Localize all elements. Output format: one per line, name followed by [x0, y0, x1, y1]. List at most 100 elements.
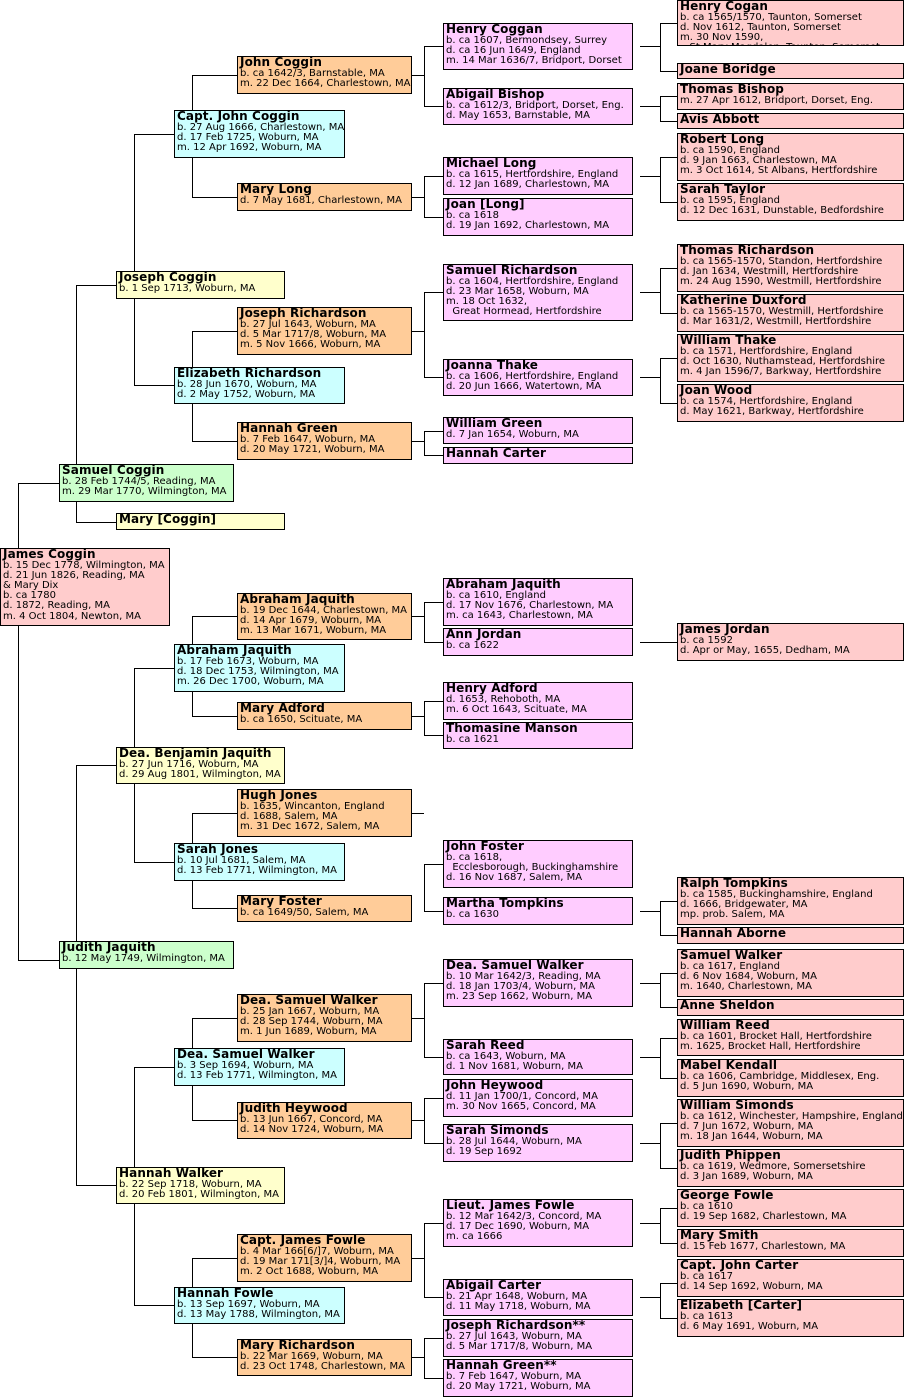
- person-box[interactable]: Mary [Coggin]: [116, 513, 285, 530]
- person-name: Samuel Walker: [680, 949, 783, 962]
- person-detail: d. Oct 1630, Nuthamstead, Hertfordshire: [680, 355, 886, 367]
- person-box[interactable]: Hannah Carter: [443, 447, 633, 464]
- person-detail: d. 18 Dec 1753, Wilmington, MA: [177, 665, 339, 677]
- person-detail: d. 19 Sep 1682, Charlestown, MA: [680, 1210, 847, 1222]
- person-box[interactable]: Hannah Aborne: [677, 927, 904, 944]
- person-name: James Coggin: [3, 548, 96, 561]
- person-name: Robert Long: [680, 133, 765, 146]
- person-detail: b. ca 1604, Hertfordshire, England: [446, 275, 619, 287]
- person-detail: d. 9 Jan 1663, Charlestown, MA: [680, 154, 837, 166]
- person-detail: m. 31 Dec 1672, Salem, MA: [240, 820, 380, 832]
- person-detail: d. 19 Sep 1692: [446, 1145, 523, 1157]
- person-detail: b. 10 Jul 1681, Salem, MA: [177, 854, 306, 866]
- person-detail: d. 1653, Rehoboth, MA: [446, 693, 561, 705]
- person-box[interactable]: Avis Abbott: [677, 113, 904, 129]
- person-name: Abigail Bishop: [446, 88, 545, 101]
- person-name: Sarah Reed: [446, 1039, 525, 1052]
- person-box[interactable]: Joseph Richardson**b. 27 Jul 1643, Wobur…: [443, 1319, 633, 1357]
- person-detail: b. 28 Jul 1644, Woburn, MA: [446, 1135, 582, 1147]
- person-detail: m. 27 Apr 1612, Bridport, Dorset, Eng.: [680, 94, 873, 106]
- person-detail: b. ca 1601, Brocket Hall, Hertfordshire: [680, 1030, 872, 1042]
- person-detail: b. ca 1622: [446, 639, 499, 651]
- person-detail: b. ca 1565-1570, Westmill, Hertfordshire: [680, 305, 884, 317]
- person-detail: mp. prob. Salem, MA: [680, 908, 785, 920]
- person-detail: d. 17 Feb 1725, Woburn, MA: [177, 131, 319, 143]
- person-name: Abigail Carter: [446, 1279, 542, 1292]
- person-name: Mary Richardson: [240, 1339, 356, 1352]
- person-box[interactable]: Joane Boridge: [677, 63, 904, 79]
- person-detail: b. ca 1630: [446, 908, 499, 920]
- person-detail: b. 7 Feb 1647, Woburn, MA: [446, 1370, 582, 1382]
- person-name: Joane Boridge: [680, 63, 776, 76]
- person-detail: b. 28 Feb 1744/5, Reading, MA: [62, 475, 216, 487]
- person-detail: d. Mar 1631/2, Westmill, Hertfordshire: [680, 315, 872, 327]
- person-detail: d. 29 Aug 1801, Wilmington, MA: [119, 768, 281, 780]
- person-box[interactable]: Anne Sheldon: [677, 999, 904, 1016]
- person-detail: b. ca 1610: [680, 1200, 733, 1212]
